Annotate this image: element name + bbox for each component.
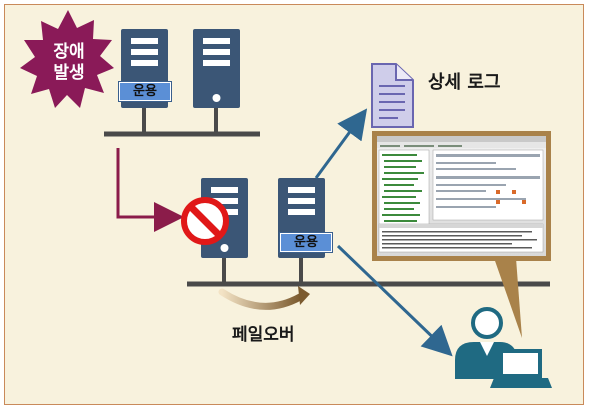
incident-burst <box>20 10 114 108</box>
failure-arrow <box>116 148 184 232</box>
network-bottom <box>187 258 550 287</box>
admin-arrow <box>336 244 453 357</box>
server-top-right <box>193 29 240 108</box>
detail-log-label: 상세 로그 <box>428 72 501 93</box>
burst-shape <box>20 10 114 108</box>
failover-arrow <box>218 286 310 310</box>
status-badge-bottom-label: 운용 <box>281 234 331 251</box>
status-badge-bottom: 운용 <box>279 232 333 253</box>
incident-label-line1: 장애 <box>53 42 84 62</box>
network-top <box>104 108 260 137</box>
status-badge-top-label: 운용 <box>120 83 170 100</box>
failover-label: 페일오버 <box>232 325 295 345</box>
screenshot-callout <box>372 131 551 338</box>
status-badge-top: 운용 <box>118 81 172 102</box>
log-arrow <box>314 108 368 179</box>
monitor-icon <box>490 349 552 388</box>
incident-label-line2: 발생 <box>53 63 84 83</box>
prohibited-icon <box>181 197 229 245</box>
document-icon <box>371 63 414 128</box>
